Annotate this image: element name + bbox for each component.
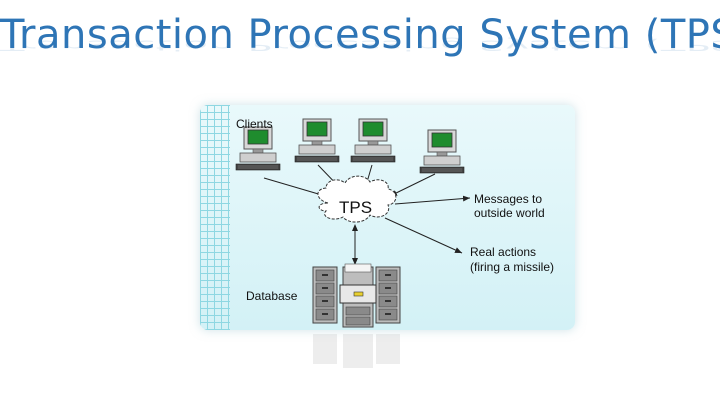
page-title: Transaction Processing System (TPS) [0,12,720,58]
computer-icon [419,129,465,174]
grid-decoration [200,105,230,330]
actions-label-line2: (firing a missile) [470,260,555,274]
computer-icon [294,118,340,163]
arrow-to-actions [384,217,463,254]
computer-icon [350,118,396,163]
arrow-client-4 [389,173,436,197]
database-reflection [313,334,400,368]
file-cabinet-icon [339,263,377,328]
clients-label: Clients [236,117,273,131]
tps-diagram [235,118,471,328]
tps-label: TPS [339,198,373,217]
title-reflection: Transaction Processing System (TPS) [0,36,720,53]
actions-label-line1: Real actions [470,245,537,259]
computer-icon [235,126,281,171]
messages-label-line1: Messages to [474,192,543,206]
database-label: Database [246,289,298,303]
file-cabinet-icon [312,266,338,324]
messages-label-line2: outside world [474,206,545,220]
arrow-to-messages [394,195,471,205]
file-cabinet-icon [375,266,401,324]
cloud-icon [317,175,397,223]
